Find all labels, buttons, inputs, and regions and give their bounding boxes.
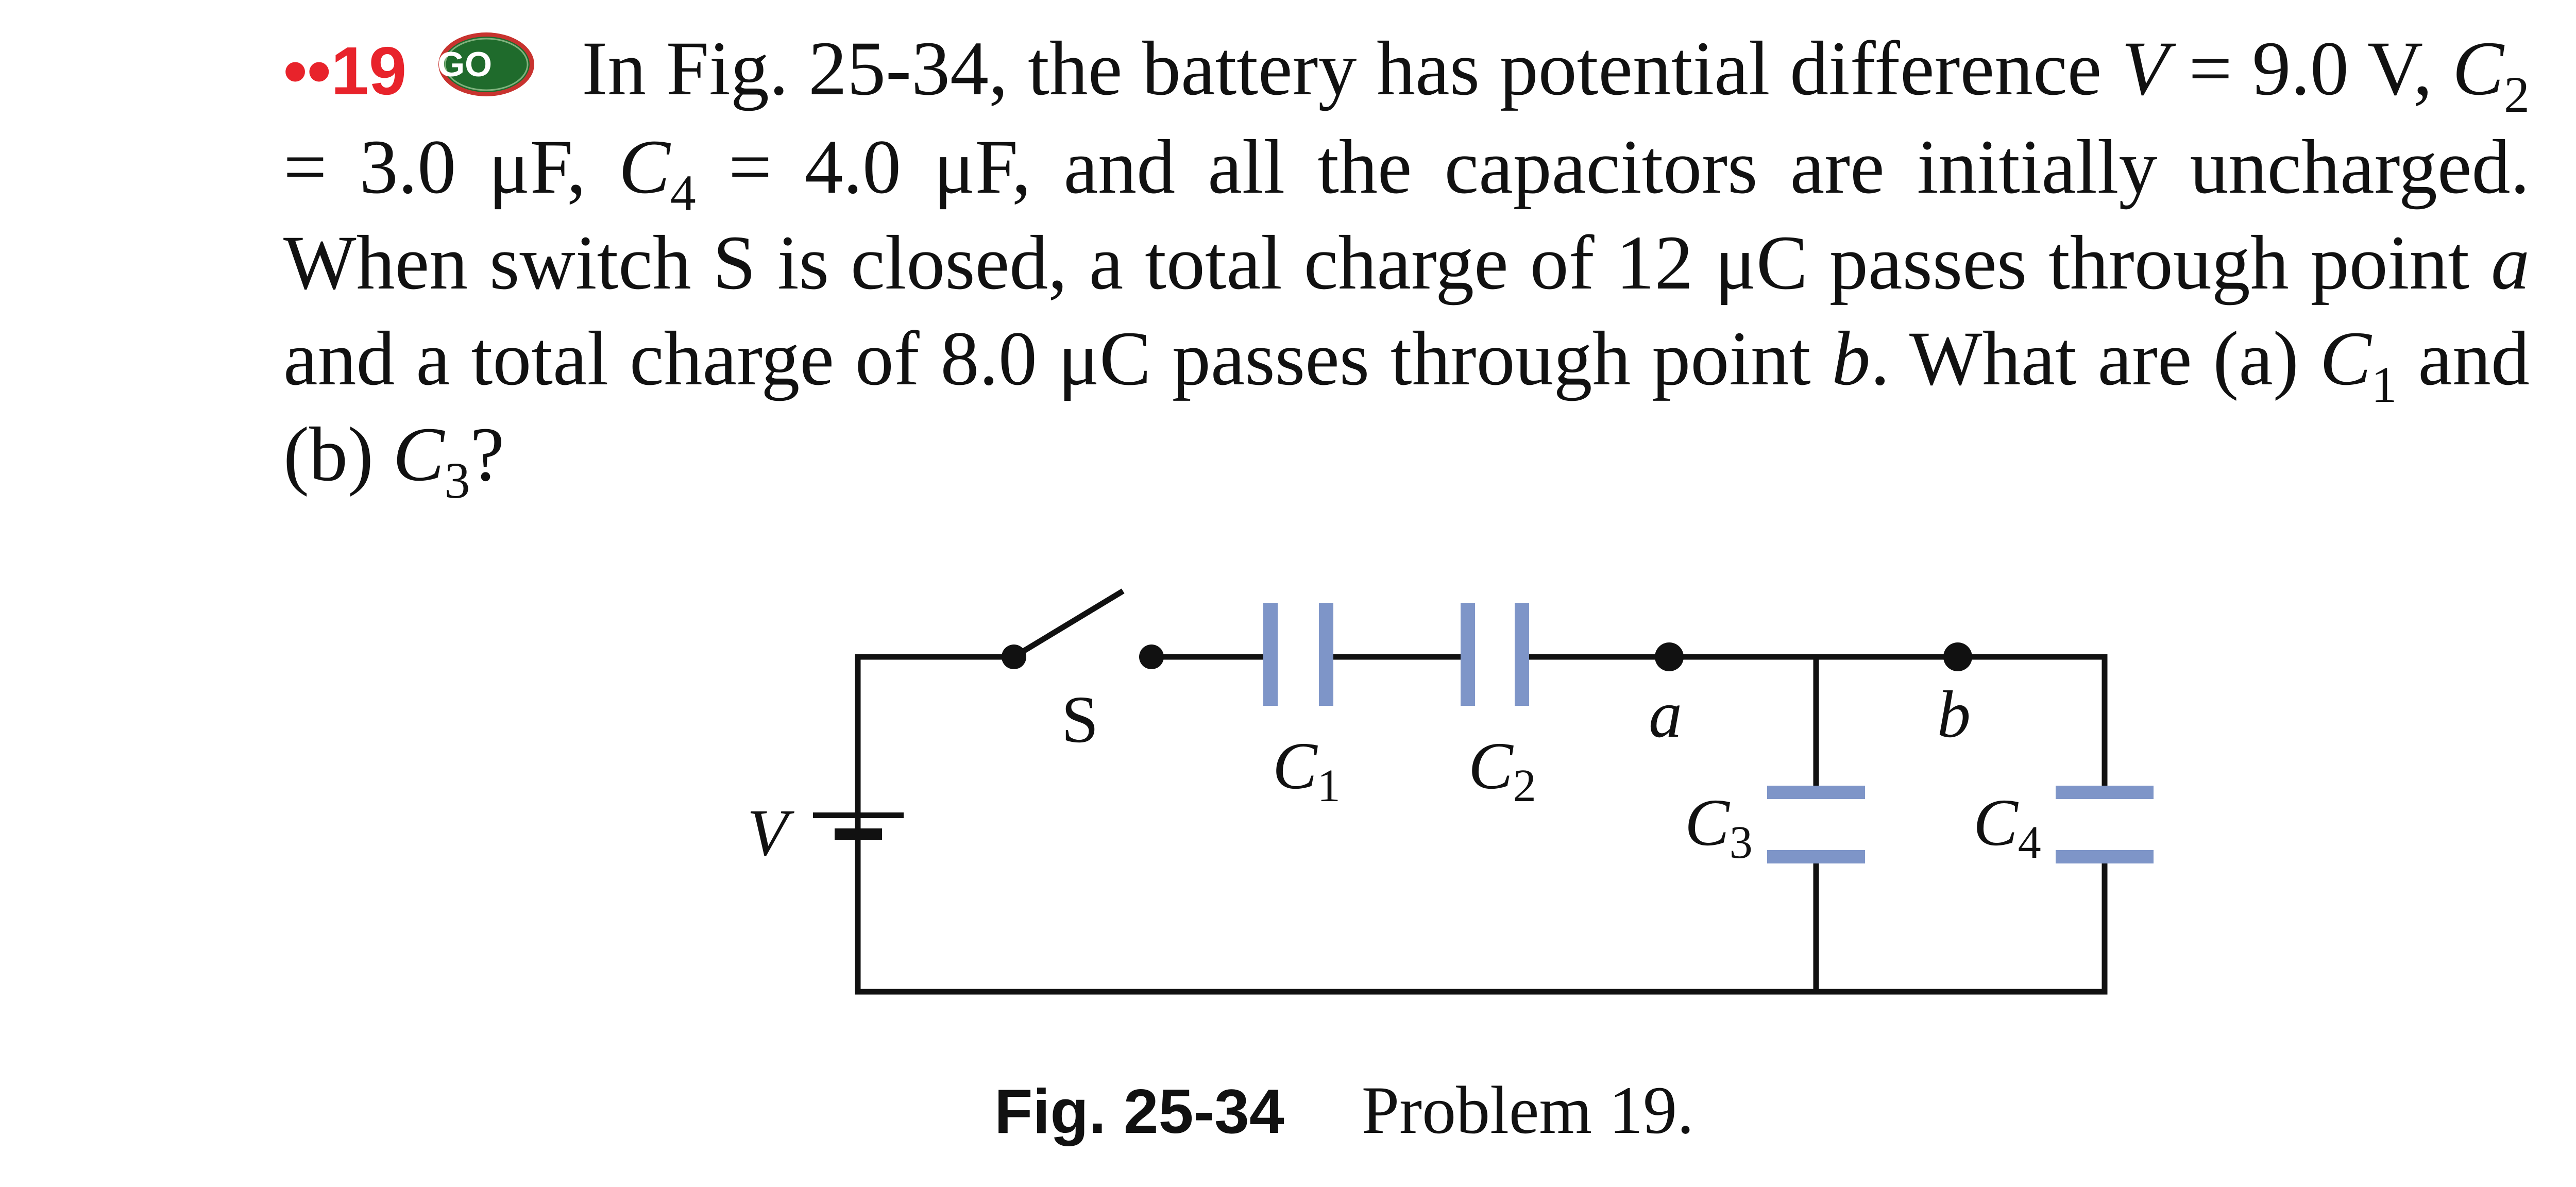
wire-bottom	[855, 826, 2108, 995]
c2-plate-left	[1461, 603, 1475, 706]
battery-short-plate	[835, 828, 882, 840]
var-C2: C	[2452, 26, 2504, 111]
sub-3: 3	[444, 452, 470, 509]
sub-4: 4	[670, 164, 696, 222]
sub-1: 1	[2371, 356, 2397, 413]
var-b: b	[1832, 316, 1871, 401]
switch-blade	[1010, 588, 1125, 661]
switch-pivot	[1002, 645, 1026, 669]
label-battery: V	[747, 796, 794, 870]
label-c4: C4	[1973, 786, 2041, 868]
var-a: a	[2491, 220, 2530, 306]
label-switch: S	[1061, 683, 1098, 757]
var-C1: C	[2319, 316, 2371, 401]
statement-text-1: In Fig. 25-34, the battery has potential…	[582, 26, 2122, 111]
label-c2: C2	[1468, 729, 1536, 811]
battery-long-plate	[813, 812, 904, 818]
label-c1-letter: C	[1273, 729, 1318, 803]
problem-statement: ••19 GO In Fig. 25-34, the battery has pot…	[283, 21, 2530, 506]
var-C4: C	[618, 124, 670, 210]
label-c4-letter: C	[1973, 786, 2019, 860]
go-badge-label: GO	[437, 45, 493, 84]
label-point-a: a	[1649, 677, 1682, 752]
c4-plate-bottom	[2056, 850, 2154, 863]
statement-text-4: = 4.0 μF, and all the capacitors are ini…	[283, 124, 2530, 306]
label-c1-sub: 1	[1317, 760, 1341, 811]
c2-plate-right	[1515, 603, 1529, 706]
caption-label: Fig. 25-34	[994, 1076, 1284, 1146]
statement-text-2: = 9.0 V,	[2168, 26, 2452, 111]
point-a-dot	[1655, 642, 1684, 671]
wire-left-top	[855, 654, 1017, 845]
statement-text-3: = 3.0 μF,	[283, 124, 619, 210]
problem-number: ••19	[283, 33, 407, 109]
label-c1: C1	[1273, 729, 1341, 811]
label-c3: C3	[1685, 786, 1753, 868]
statement-text-7: and (b)	[283, 316, 2530, 497]
point-b-dot	[1943, 642, 1972, 671]
label-c3-letter: C	[1685, 786, 1730, 860]
var-V: V	[2121, 26, 2169, 111]
var-C3: C	[393, 412, 445, 497]
label-c2-letter: C	[1468, 729, 1514, 803]
label-point-b: b	[1937, 677, 1971, 752]
label-c4-sub: 4	[2018, 817, 2041, 868]
label-c2-sub: 2	[1513, 760, 1536, 811]
c3-plate-top	[1767, 786, 1865, 799]
statement-text-5: and a total charge of 8.0 μC passes thro…	[283, 316, 1832, 401]
statement-text-8: ?	[470, 412, 505, 497]
caption-text: Problem 19.	[1361, 1072, 1694, 1148]
switch-contact	[1139, 645, 1164, 669]
figure-caption: Fig. 25-34 Problem 19.	[994, 1072, 1694, 1150]
c3-plate-bottom	[1767, 850, 1865, 863]
c1-plate-right	[1319, 603, 1333, 706]
statement-text-6: . What are (a)	[1870, 316, 2320, 401]
c1-plate-left	[1263, 603, 1278, 706]
sub-2: 2	[2504, 66, 2530, 123]
label-c3-sub: 3	[1730, 817, 1753, 868]
c4-plate-top	[2056, 786, 2154, 799]
go-badge-icon: GO	[437, 31, 535, 97]
